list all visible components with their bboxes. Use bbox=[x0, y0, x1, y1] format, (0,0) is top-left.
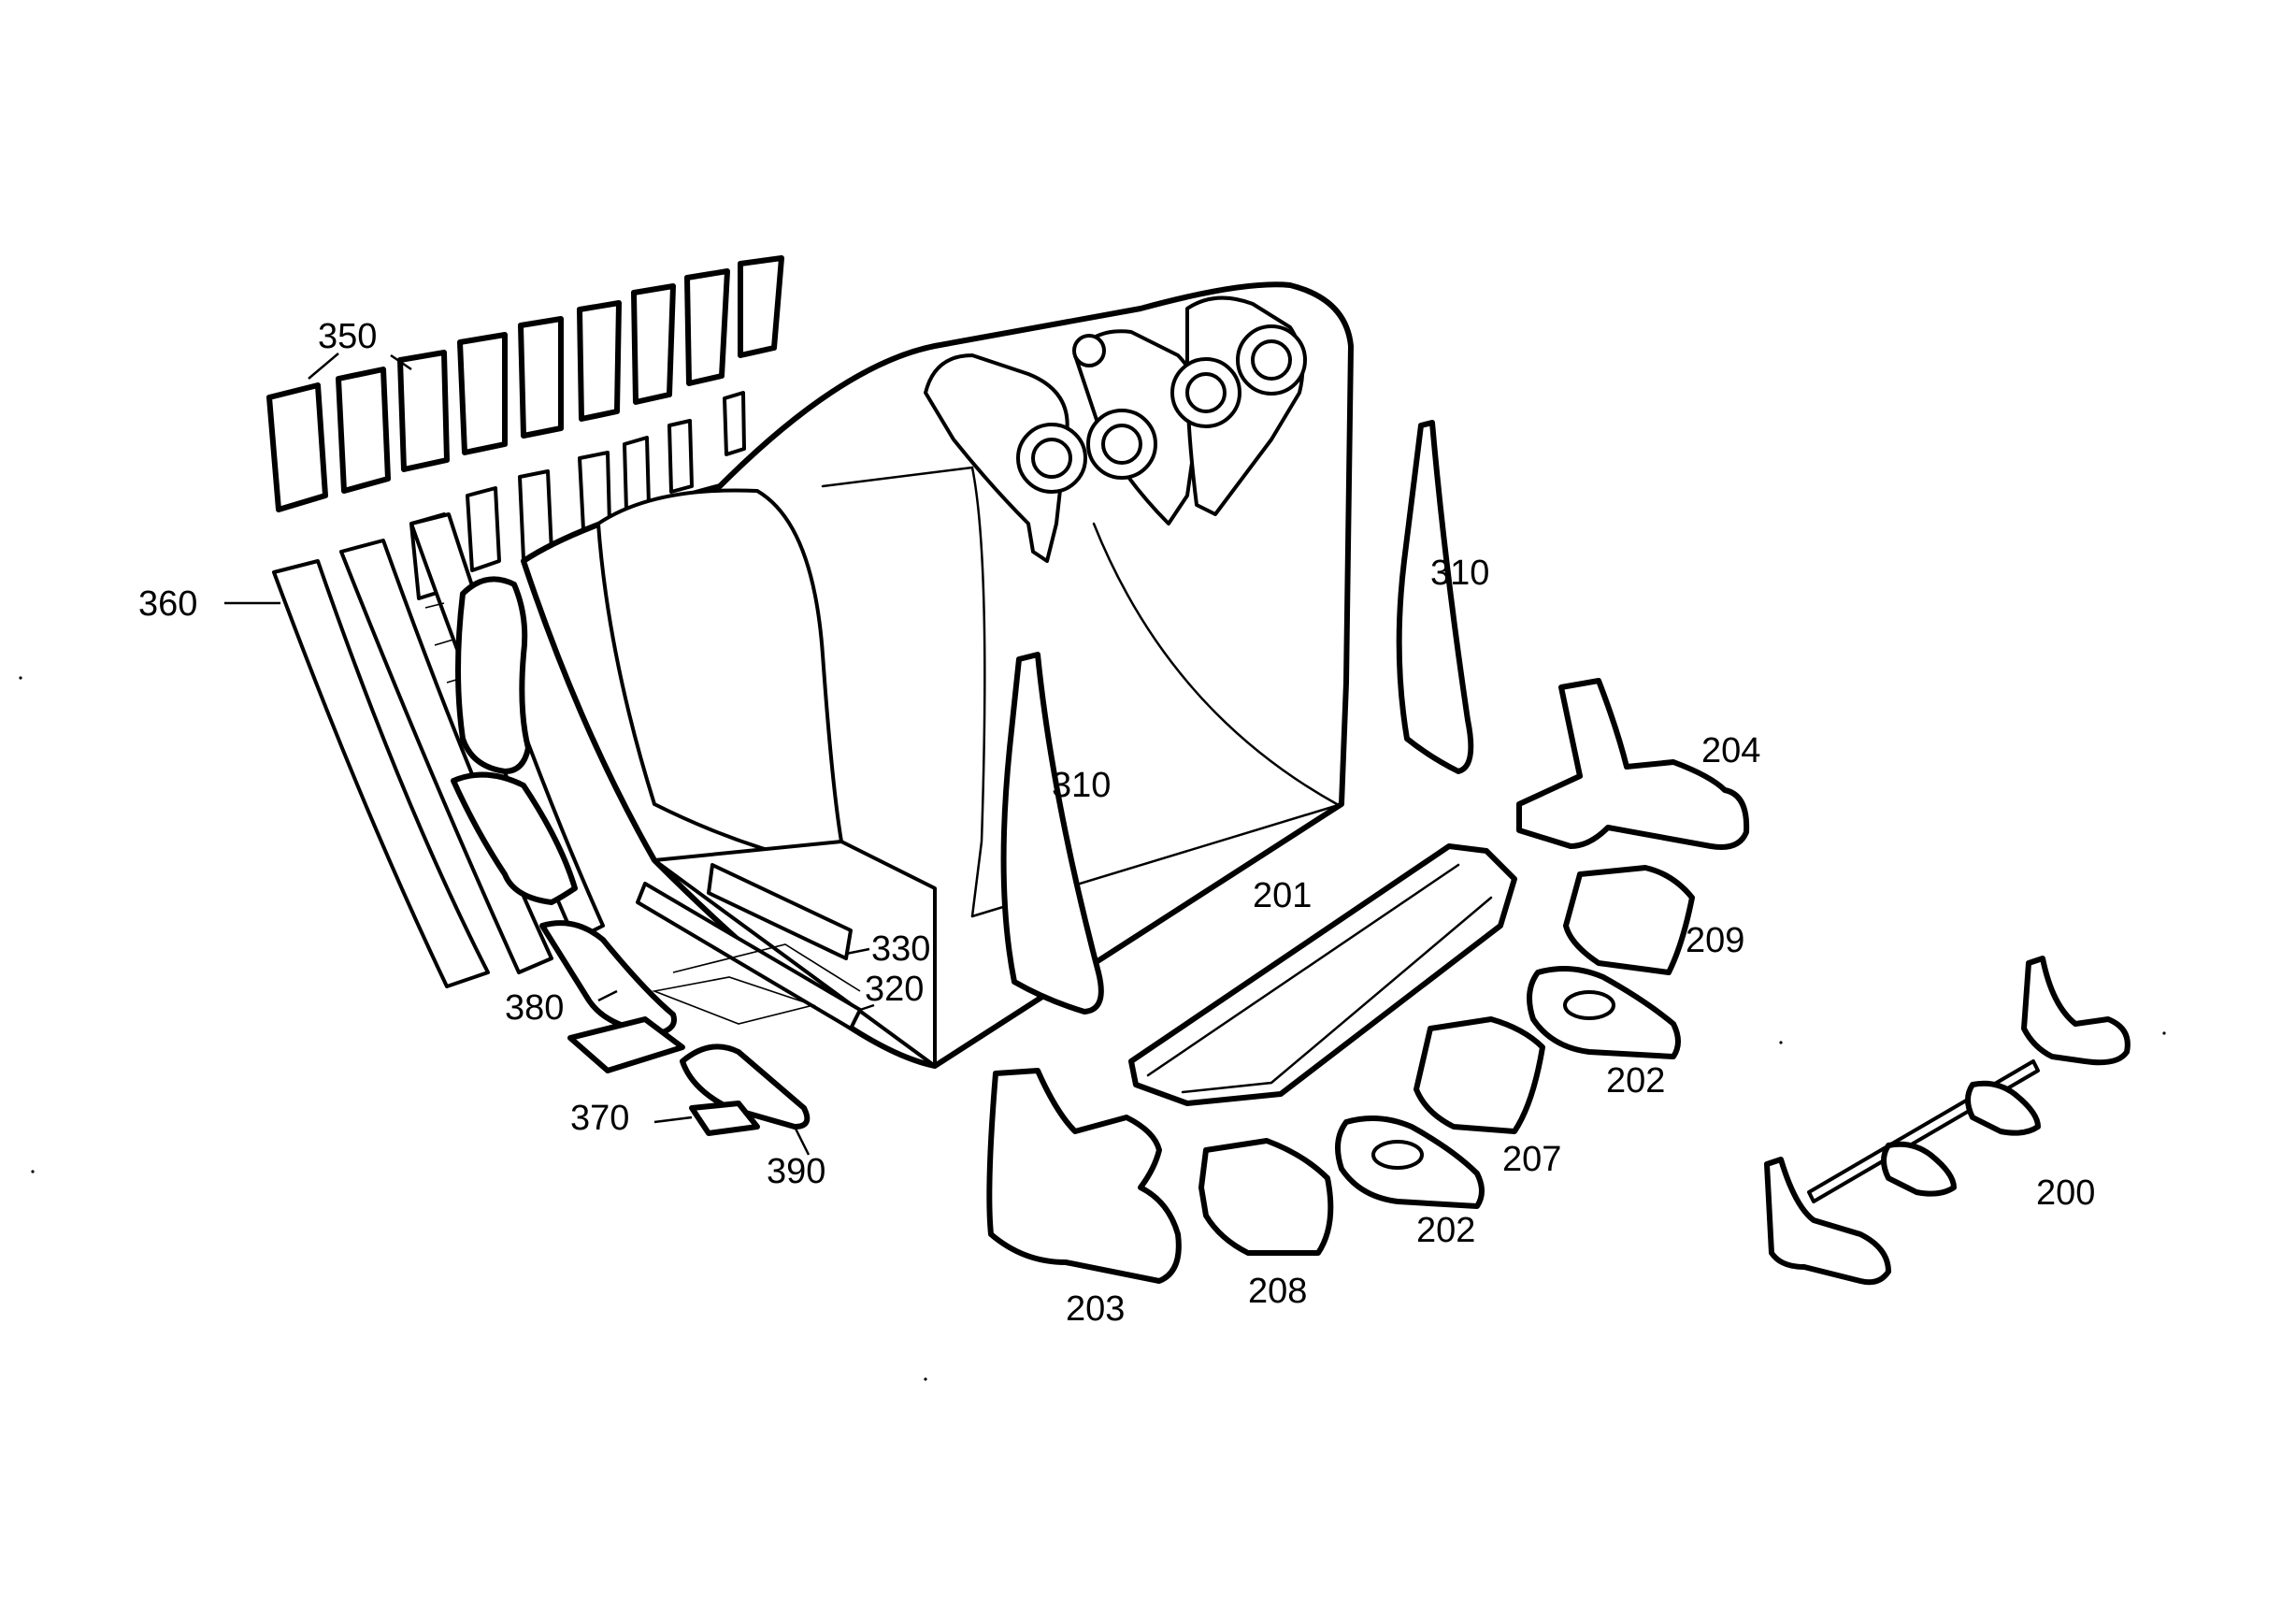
label-310-right: 310 bbox=[1430, 554, 1489, 593]
bucket-body bbox=[521, 281, 1354, 1069]
corner-adapter-204 bbox=[1516, 678, 1750, 850]
wear-pads-350 bbox=[266, 255, 784, 512]
label-201: 201 bbox=[1253, 876, 1312, 915]
label-202-lower: 202 bbox=[1416, 1211, 1475, 1250]
label-360: 360 bbox=[138, 584, 197, 624]
assembly-200 bbox=[1764, 956, 2131, 1286]
label-204: 204 bbox=[1701, 731, 1760, 770]
corner-adapter-203 bbox=[986, 1068, 1182, 1284]
cover-207 bbox=[1413, 1016, 1545, 1134]
label-380: 380 bbox=[505, 988, 564, 1028]
label-330: 330 bbox=[871, 929, 930, 969]
leader-lines bbox=[224, 353, 875, 1156]
part-labels: 350 360 310 310 204 209 201 202 202 207 … bbox=[138, 317, 2095, 1329]
tooth-202-lower bbox=[1335, 1115, 1485, 1209]
cover-208 bbox=[1198, 1138, 1334, 1256]
label-200: 200 bbox=[2036, 1173, 2095, 1213]
label-370: 370 bbox=[570, 1099, 629, 1138]
wear-part-390 bbox=[680, 1043, 811, 1136]
side-cutter-310-left bbox=[1000, 652, 1104, 1015]
label-390: 390 bbox=[767, 1152, 825, 1191]
label-209: 209 bbox=[1686, 921, 1744, 960]
label-350: 350 bbox=[318, 317, 377, 356]
specks bbox=[19, 676, 2166, 1381]
cutting-edge-201 bbox=[1128, 843, 1517, 1106]
label-202-upper: 202 bbox=[1606, 1061, 1665, 1101]
plate-330 bbox=[707, 863, 853, 960]
side-cutter-310-right bbox=[1396, 420, 1474, 774]
label-207: 207 bbox=[1502, 1140, 1561, 1179]
label-320: 320 bbox=[865, 970, 924, 1009]
tooth-202-upper bbox=[1527, 966, 1681, 1059]
plate-320 bbox=[636, 882, 862, 1030]
label-203: 203 bbox=[1066, 1289, 1125, 1329]
plate-370 bbox=[567, 943, 861, 1073]
label-208: 208 bbox=[1248, 1272, 1307, 1311]
label-310-left: 310 bbox=[1052, 766, 1111, 805]
cover-209 bbox=[1563, 865, 1695, 975]
